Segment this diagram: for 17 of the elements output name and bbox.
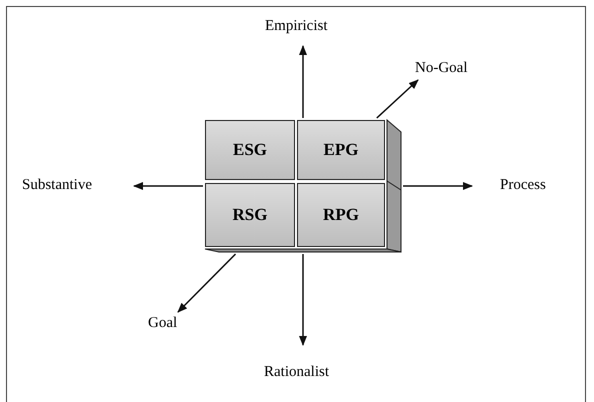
axis-label: Substantive — [22, 177, 92, 194]
arrow — [403, 182, 473, 190]
quadrant-block: EPG — [297, 120, 385, 180]
arrow — [376, 79, 419, 119]
quadrant-block: RPG — [297, 183, 385, 247]
axis-label: No-Goal — [415, 60, 468, 77]
quadrant-block: RSG — [205, 183, 295, 247]
arrow — [299, 254, 307, 346]
arrow — [177, 253, 236, 313]
block-drawing — [203, 118, 403, 254]
quadrant-block: ESG — [205, 120, 295, 180]
axis-label: Goal — [148, 315, 178, 332]
axis-label: Empiricist — [265, 18, 328, 35]
axis-label: Process — [500, 177, 546, 194]
arrow — [299, 45, 307, 118]
arrow — [133, 182, 203, 190]
axis-label: Rationalist — [264, 364, 329, 381]
